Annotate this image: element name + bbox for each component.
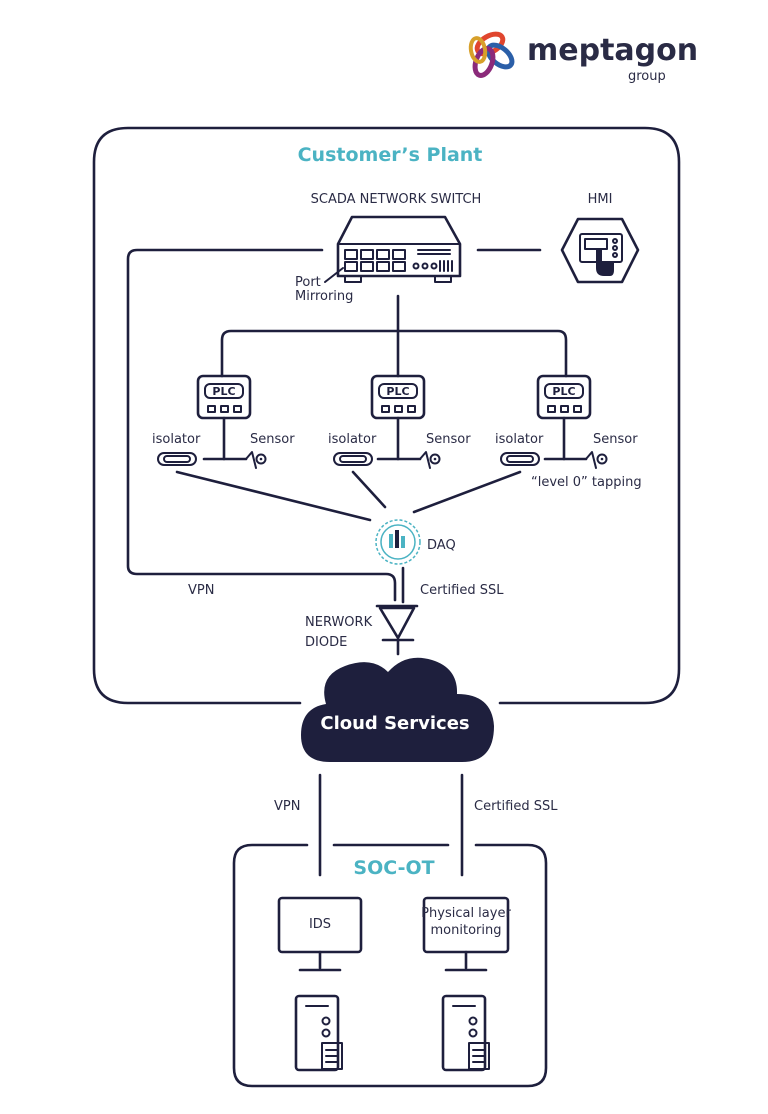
plc-bus [220, 329, 568, 378]
sensor-label-3: Sensor [593, 432, 638, 447]
hmi-label: HMI [588, 192, 613, 207]
field-group-1 [157, 451, 267, 469]
cloud-label: Cloud Services [320, 713, 469, 734]
switch-label: SCADA NETWORK SWITCH [311, 192, 482, 207]
vpn-label-soc: VPN [274, 799, 300, 814]
meptagon-logo: meptagon group [468, 31, 698, 84]
server-2-icon [441, 994, 490, 1072]
port-mirroring-label-2: Mirroring [295, 289, 353, 304]
plc-3-label: PLC [552, 385, 575, 398]
diode-label-1: NERWORK [305, 615, 373, 630]
isolator-1-daq-link [175, 470, 372, 522]
ids-monitor-icon [277, 896, 363, 972]
sensor-icon [245, 451, 257, 469]
port-mirroring-label-1: Port [295, 275, 321, 290]
logo-mark-icon [468, 31, 515, 78]
sensor-label-1: Sensor [250, 432, 295, 447]
isolator-3-daq-link [412, 470, 522, 514]
plant-title: Customer’s Plant [298, 144, 483, 166]
level0-tapping-label: “level 0” tapping [531, 475, 642, 490]
sensor-label-2: Sensor [426, 432, 471, 447]
physical-label-1: Physical layer [421, 906, 511, 921]
network-diode-icon [375, 604, 419, 656]
field-group-2 [333, 451, 441, 469]
logo-sub: group [628, 69, 666, 84]
soc-title: SOC-OT [353, 857, 434, 879]
field-group-3 [500, 451, 608, 469]
vpn-link-plant [126, 248, 397, 602]
isolator-label-1: isolator [152, 432, 201, 447]
port-mirroring-pointer [324, 267, 344, 283]
isolator-label-2: isolator [328, 432, 377, 447]
plc-1-icon [196, 374, 252, 420]
physical-monitor-icon [422, 896, 510, 972]
soc-boundary [232, 843, 548, 1088]
daq-label: DAQ [427, 538, 456, 553]
server-1-icon [294, 994, 343, 1072]
cloud-services-shape [301, 657, 494, 762]
plc-1-label: PLC [212, 385, 235, 398]
sensor-icon [585, 451, 597, 469]
diode-label-2: DIODE [305, 635, 347, 650]
ids-label: IDS [309, 917, 331, 932]
ssl-label-plant: Certified SSL [420, 583, 504, 598]
sensor-icon [419, 451, 431, 469]
hmi-icon [560, 217, 640, 284]
isolator-label-3: isolator [495, 432, 544, 447]
isolator-icon [157, 452, 197, 466]
logo-name: meptagon [527, 33, 698, 68]
vpn-label-plant: VPN [188, 583, 214, 598]
daq-icon [375, 519, 421, 565]
plant-boundary [92, 126, 681, 705]
physical-label-2: monitoring [431, 923, 502, 938]
plc-2-label: PLC [386, 385, 409, 398]
isolator-2-daq-link [351, 470, 387, 509]
isolator-icon [500, 452, 540, 466]
network-switch-icon [336, 215, 462, 283]
ssl-label-soc: Certified SSL [474, 799, 558, 814]
isolator-icon [333, 452, 373, 466]
